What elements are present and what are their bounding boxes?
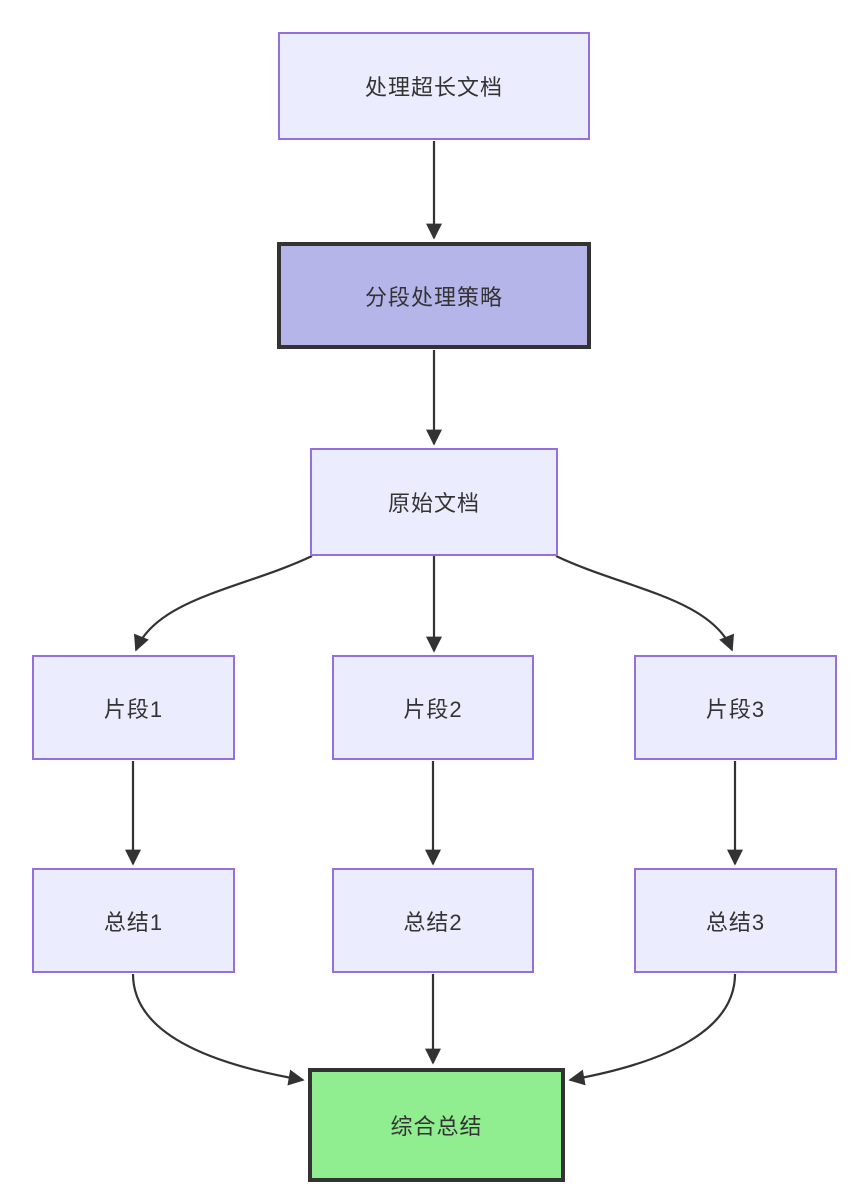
node-fragment-3: 片段3 (634, 655, 837, 760)
edge-c-d1 (133, 555, 313, 652)
node-fragment-1: 片段1 (32, 655, 235, 760)
node-summary-3: 总结3 (634, 868, 837, 973)
node-original-document: 原始文档 (310, 448, 558, 556)
node-summary-1: 总结1 (32, 868, 235, 973)
edge-e3-f (568, 973, 737, 1086)
node-combined-summary: 综合总结 (308, 1068, 565, 1182)
node-summary-2: 总结2 (332, 868, 534, 973)
node-segmentation-strategy: 分段处理策略 (277, 242, 591, 349)
node-process-long-document: 处理超长文档 (278, 32, 590, 140)
edge-e1-f (131, 973, 305, 1086)
edge-c-d3 (555, 555, 735, 652)
node-fragment-2: 片段2 (332, 655, 534, 760)
